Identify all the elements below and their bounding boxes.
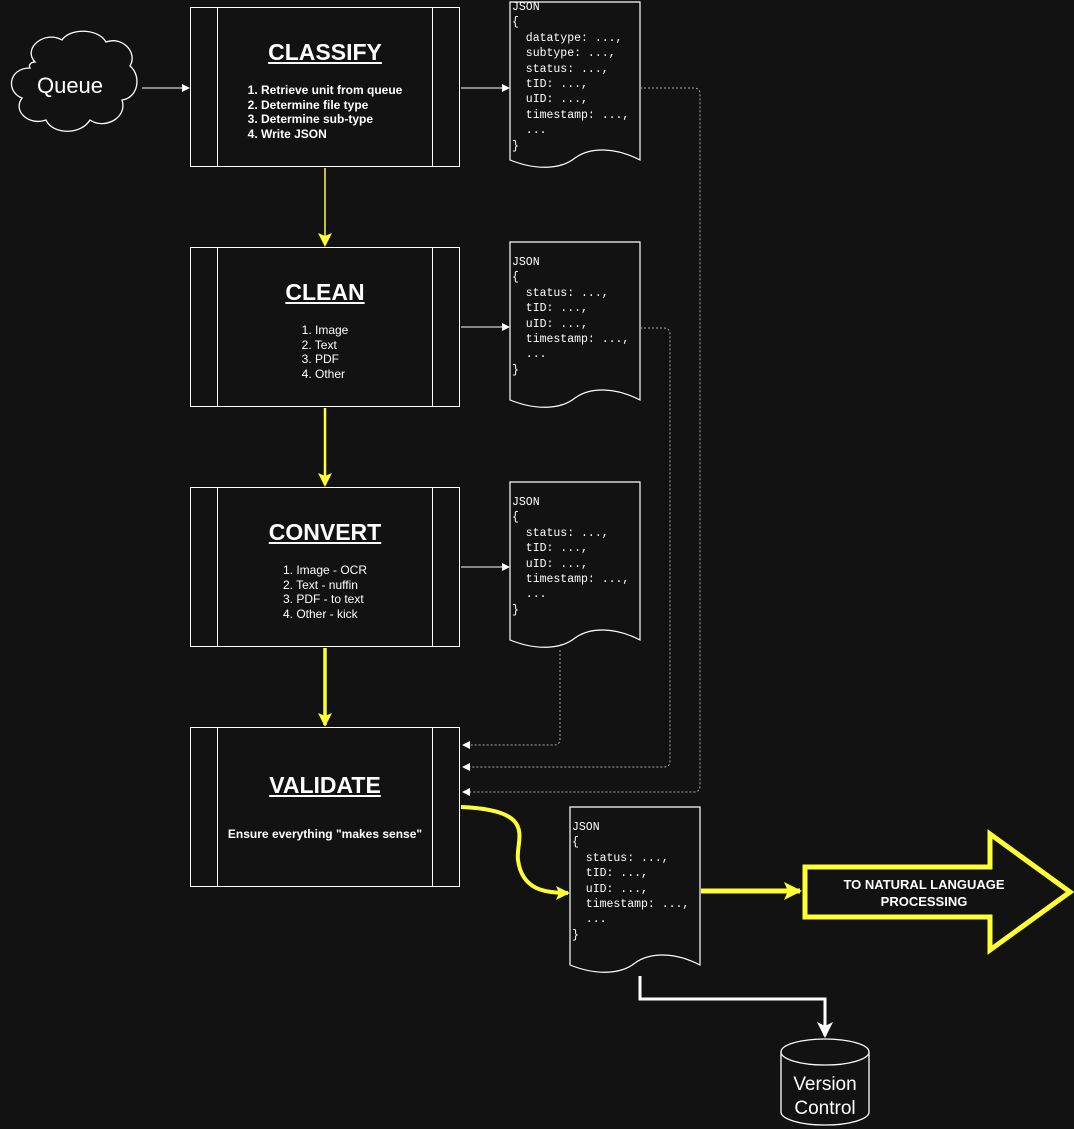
version-control-cylinder	[780, 1038, 870, 1126]
stage-clean: CLEAN 1. Image 2. Text 3. PDF 4. Other	[190, 247, 460, 407]
json-line: status: ...,	[512, 62, 609, 76]
json-line: uID: ...,	[512, 93, 588, 107]
stage-steps: 1. Retrieve unit from queue 2. Determine…	[248, 83, 403, 141]
nlp-label: TO NATURAL LANGUAGE PROCESSING	[812, 876, 1036, 910]
json-line: subtype: ...,	[512, 47, 616, 61]
step-item: 3. Determine sub-type	[247, 112, 374, 126]
json-line: ...	[572, 913, 607, 927]
step-item: 2. Text	[301, 337, 337, 352]
stage-title: CLASSIFY	[268, 39, 382, 65]
step-item: 1. Image - OCR	[282, 563, 368, 577]
version-control-line: Version	[793, 1074, 857, 1095]
json-doc-validate: JSON { status: ..., tID: ..., uID: ..., …	[572, 820, 689, 943]
classify-json-to-validate-connector	[462, 87, 701, 796]
json-line: {	[512, 271, 519, 285]
stage-title: CONVERT	[268, 519, 382, 545]
json-to-version-control-arrow	[638, 976, 833, 1038]
version-control-line: Control	[794, 1098, 856, 1119]
json-line: }	[512, 603, 519, 617]
convert-json-to-validate-connector	[462, 650, 561, 749]
step-item: Ensure everything "makes sense"	[227, 827, 423, 841]
json-line: status: ...,	[572, 851, 669, 865]
json-line: timestamp: ...,	[512, 108, 630, 122]
json-line: uID: ...,	[512, 557, 588, 571]
json-doc-classify: JSON { datatype: ..., subtype: ..., stat…	[512, 0, 629, 154]
stage-title: CLEAN	[285, 279, 365, 305]
json-line: tID: ...,	[512, 542, 588, 556]
step-item: 1. Retrieve unit from queue	[247, 83, 403, 97]
json-line: {	[512, 16, 519, 30]
stage-steps: 1. Image 2. Text 3. PDF 4. Other	[302, 323, 349, 381]
stage-title: VALIDATE	[269, 772, 381, 798]
json-line: timestamp: ...,	[512, 333, 630, 347]
step-item: 2. Text - nuffin	[282, 577, 358, 592]
queue-cloud	[11, 30, 138, 132]
validate-to-json-arrow	[460, 805, 570, 900]
queue-label: Queue	[36, 73, 104, 98]
stage-steps: Ensure everything "makes sense"	[228, 827, 422, 842]
json-line: tID: ...,	[512, 78, 588, 92]
step-item: 4. Other	[301, 366, 345, 381]
json-line: }	[512, 139, 519, 153]
step-item: 4. Write JSON	[247, 126, 327, 141]
json-doc-shape	[509, 481, 641, 648]
json-line: timestamp: ...,	[512, 573, 630, 587]
json-line: uID: ...,	[572, 882, 648, 896]
json-line: status: ...,	[512, 286, 609, 300]
json-line: status: ...,	[512, 526, 609, 540]
json-doc-shape	[569, 806, 701, 973]
stage-classify: CLASSIFY 1. Retrieve unit from queue 2. …	[190, 7, 460, 167]
json-doc-convert: JSON { status: ..., tID: ..., uID: ..., …	[512, 495, 629, 618]
json-line: datatype: ...,	[512, 31, 623, 45]
json-doc-shape	[509, 1, 641, 168]
json-line: JSON	[512, 496, 540, 509]
nlp-label-line: TO NATURAL LANGUAGE	[843, 877, 1005, 892]
json-line: JSON	[512, 1, 540, 14]
json-line: timestamp: ...,	[572, 898, 690, 912]
step-item: 4. Other - kick	[282, 606, 358, 621]
step-item: 3. PDF	[301, 352, 339, 366]
step-item: 3. PDF - to text	[282, 592, 364, 606]
nlp-block-arrow	[802, 829, 1074, 955]
json-doc-shape	[509, 241, 641, 408]
json-line: ...	[512, 348, 547, 362]
json-line: ...	[512, 588, 547, 602]
json-doc-clean: JSON { status: ..., tID: ..., uID: ..., …	[512, 255, 629, 378]
json-line: }	[512, 363, 519, 377]
json-line: {	[512, 511, 519, 525]
json-line: tID: ...,	[572, 867, 648, 881]
json-line: uID: ...,	[512, 317, 588, 331]
json-line: tID: ...,	[512, 302, 588, 316]
stage-validate: VALIDATE Ensure everything "makes sense"	[190, 727, 460, 887]
json-line: JSON	[512, 256, 540, 269]
nlp-label-line: PROCESSING	[880, 894, 968, 909]
stage-convert: CONVERT 1. Image - OCR 2. Text - nuffin …	[190, 487, 460, 647]
json-line: }	[572, 928, 579, 942]
step-item: 1. Image	[301, 323, 349, 337]
json-line: {	[572, 836, 579, 850]
json-line: JSON	[572, 821, 600, 834]
step-item: 2. Determine file type	[247, 97, 369, 112]
version-control-label: Version Control	[781, 1073, 869, 1121]
json-line: ...	[512, 124, 547, 138]
stage-steps: 1. Image - OCR 2. Text - nuffin 3. PDF -…	[283, 563, 367, 621]
